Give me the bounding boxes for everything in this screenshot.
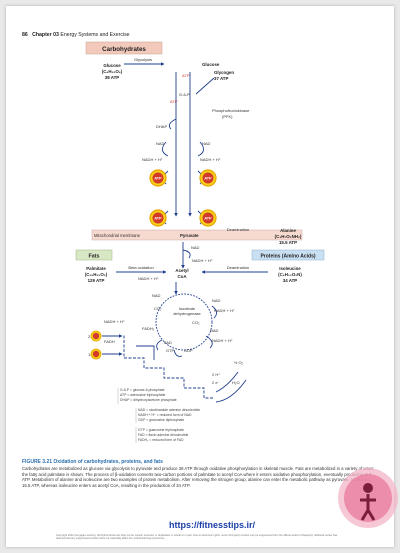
palmitate-label: Palmitate (86, 266, 106, 271)
glucose-a-formula: (C₆H₁₂O₆) (102, 69, 123, 74)
glucose-a-atp: 38 ATP (105, 75, 119, 80)
deamination-label-2: Deamination (227, 265, 249, 270)
fats-box: Fats (88, 254, 99, 260)
proteins-box: Proteins (Amino Acids) (260, 254, 315, 260)
glycolysis-label: Glycolysis (134, 57, 152, 62)
glucose-b-label: Glucose (202, 62, 220, 67)
watermark-logo (338, 468, 398, 528)
nad-pyruvate: NAD (191, 245, 200, 250)
legend-item-7: FAD = flavin adenine dinucleotide (138, 433, 189, 437)
copyright-text: Copyright 2022 Cengage Learning. All Rig… (56, 534, 338, 540)
two-e-label: 2 e⁻ (212, 380, 220, 385)
nad-left: NAD (156, 141, 165, 146)
chapter-label: Chapter 03 (32, 32, 59, 38)
atp-circle-2: ATP (204, 177, 212, 181)
glucose-a-label: Glucose (103, 63, 121, 68)
pfk-label-2: (PFK) (222, 114, 233, 119)
legend-item-8: FADH₂ = reduced form of FAD (138, 438, 184, 442)
acetyl-coa-2: CoA (177, 274, 187, 279)
gtp-label: GTP (166, 348, 175, 353)
nadh-cycle-1: NADH + H⁺ (214, 308, 235, 313)
nad-cycle-3: NAD (210, 328, 219, 333)
isocitrate-2: dehydrogenase (173, 311, 201, 316)
fadh-etc: FADH (104, 339, 115, 344)
palmitate-formula: (C₁₆H₃₂O₂) (85, 272, 108, 277)
pyruvate-label: Pyruvate (180, 233, 199, 238)
g6p-label: G-6-P (179, 92, 190, 97)
glycogen-label: Glycogen (214, 70, 234, 75)
atp-red-label-2: ATP (170, 99, 178, 104)
book-page: 86 Chapter 03 Energy Systems and Exercis… (6, 6, 398, 547)
dhap-label: DHAP (156, 124, 167, 129)
nadh-cycle-2: NADH + H⁺ (212, 338, 233, 343)
deamination-label-1: Deamination (227, 227, 249, 232)
legend: G-6-P = glucose-6-phosphate ATP = adenos… (117, 388, 200, 423)
two-h-label: 2 H⁺ (212, 372, 220, 377)
isoleucine-formula: (C₆H₁₃O₂N) (278, 272, 302, 277)
palmitate-atp: 129 ATP (88, 278, 105, 283)
atp-circle-1: ATP (154, 177, 162, 181)
nadh-beta: NADH + H⁺ (138, 276, 159, 281)
mito-membrane-label: Mitochondrial membrane (94, 233, 141, 238)
atp-circle-4: ATP (204, 217, 212, 221)
figure-caption: Carbohydrates are metabolized as glucose… (22, 466, 375, 488)
fadh2-label: FADH₂ (142, 326, 155, 331)
watermark-url[interactable]: https://fitnesstips.ir/ (169, 520, 256, 530)
isocitrate-1: Isocitrate (179, 306, 196, 311)
legend-item-0: G-6-P = glucose-6-phosphate (120, 388, 165, 392)
legend-item-3: NAD = nicotinamide adenine dinucleotide (138, 408, 200, 412)
co2-cycle-2: CO₂ (192, 320, 200, 325)
atp-circle-3: ATP (154, 217, 162, 221)
gdp-label: GDP (184, 348, 193, 353)
h2o-label: H₂O (232, 380, 240, 385)
legend-item-4: NADH + H⁺ = reduced form of NAD (138, 413, 192, 417)
alanine-atp: 15.5 ATP (279, 240, 297, 245)
page-number: 86 (22, 32, 28, 38)
atp-red-label-1: ATP (182, 73, 190, 78)
nadh-pyruvate: NADH + H⁺ (192, 258, 213, 263)
co2-cycle-1: CO₂ (154, 306, 162, 311)
chapter-title: Energy Systems and Exercise (60, 32, 130, 38)
metabolism-diagram: Carbohydrates Glucose (C₆H₁₂O₆) 38 ATP G… (75, 41, 325, 423)
legend-item-6: GTP = guanosine triphosphate (138, 428, 184, 432)
glycogen-atp: 37 ATP (214, 76, 228, 81)
acetyl-coa-1: Acetyl (175, 268, 188, 273)
nad-cycle-1: NAD (152, 293, 161, 298)
legend-item-1: ATP = adenosine triphosphate (120, 393, 166, 397)
nadh-left: NADH + H⁺ (142, 157, 163, 162)
nadh-right: NADH + H⁺ (200, 157, 221, 162)
fad-label: FAD (164, 340, 172, 345)
isoleucine-atp: 34 ATP (283, 278, 297, 283)
nad-cycle-2: NAD (212, 298, 221, 303)
legend-item-5: GDP = guanosine diphosphate (138, 418, 184, 422)
legend-lower: GTP = guanosine triphosphate FAD = flavi… (135, 427, 189, 443)
page-header: 86 Chapter 03 Energy Systems and Exercis… (22, 32, 130, 38)
legend-item-2: DHAP = dihydroxyacetone phosphate (120, 398, 177, 402)
alanine-label: Alanine (280, 228, 296, 233)
beta-oxidation-label: Beta oxidation (128, 265, 153, 270)
pfk-label-1: Phosphofructokinase (212, 108, 250, 113)
isoleucine-label: Isoleucine (279, 266, 301, 271)
figure-title: FIGURE 3.21 Oxidation of carbohydrates, … (22, 459, 163, 465)
carbohydrates-box: Carbohydrates (102, 46, 146, 53)
nadh-etc: NADH + H⁺ (104, 319, 125, 324)
nad-right: NAD (202, 141, 211, 146)
half-o2-label: ½ O₂ (234, 360, 244, 365)
alanine-formula: (C₃H₇O₂NH₂) (275, 234, 302, 239)
